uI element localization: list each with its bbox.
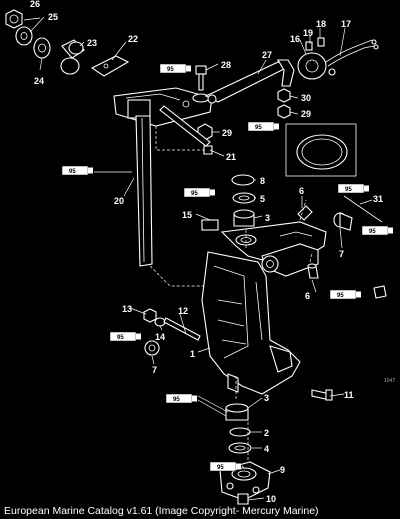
callout-15: 15 (182, 210, 192, 220)
callout-28: 28 (221, 60, 231, 70)
part-13-nut (143, 308, 157, 323)
callout-1: 1 (190, 349, 195, 359)
callout-9: 9 (280, 465, 285, 475)
callout-22: 22 (128, 34, 138, 44)
callout-20: 20 (114, 196, 124, 206)
part-31-pin (343, 195, 383, 223)
part-24-washer (33, 37, 51, 59)
part-7-bushing-lower (144, 340, 160, 356)
callout-3: 3 (264, 393, 269, 403)
part-26-nut (5, 9, 23, 29)
callout-14: 14 (155, 332, 165, 342)
callout-2: 2 (264, 428, 269, 438)
callout-27: 27 (262, 50, 272, 60)
callout-7: 7 (339, 249, 344, 259)
grease-tube-icon (247, 121, 280, 132)
part-23-bushing (60, 39, 85, 75)
callout-17: 17 (341, 19, 351, 29)
part-29-nut-upper (277, 104, 291, 119)
part-21-bolt (159, 105, 213, 155)
callout-3: 3 (265, 213, 270, 223)
part-6-grease-fitting-lower (307, 263, 319, 279)
callout-4: 4 (264, 444, 269, 454)
callout-31: 31 (373, 194, 383, 204)
part-22-bracket-plate (90, 55, 130, 77)
callout-6: 6 (305, 291, 310, 301)
part-4-washer (228, 442, 252, 454)
copyright-caption: European Marine Catalog v1.61 (Image Cop… (4, 505, 319, 517)
part-25-washer (15, 26, 33, 46)
grease-tube-icon (183, 187, 216, 198)
grease-tube-icon (165, 393, 198, 404)
callout-16: 16 (290, 34, 300, 44)
part-12-bolt (163, 317, 201, 341)
part-2-o-ring (229, 427, 251, 437)
grease-tube-icon (337, 183, 370, 194)
grease-tube-icon (361, 225, 394, 236)
callout-21: 21 (226, 152, 236, 162)
part-8-o-ring (231, 174, 255, 186)
callout-12: 12 (178, 306, 188, 316)
part-3-bushing-upper (233, 209, 255, 227)
part-30-nut (277, 88, 291, 103)
part-28-bolt (192, 65, 210, 103)
part-11-bolt (311, 389, 333, 401)
callout-26: 26 (30, 0, 40, 9)
part-10-bolt (237, 493, 249, 505)
callout-24: 24 (34, 76, 44, 86)
part-6-grease-fitting-upper (297, 205, 313, 221)
callout-18: 18 (316, 19, 326, 29)
callout-6: 6 (299, 186, 304, 196)
callout-5: 5 (260, 194, 265, 204)
callout-23: 23 (87, 38, 97, 48)
shaft-alignment-guide (149, 126, 212, 287)
grease-tube-icon (109, 331, 142, 342)
part-20-steering-arm (113, 87, 213, 267)
callout-19: 19 (303, 28, 313, 38)
part-3-bushing-lower (225, 403, 249, 421)
part-15-decal (201, 219, 219, 231)
callout-8: 8 (260, 176, 265, 186)
figure-code: 1047 (384, 378, 395, 384)
callout-30: 30 (301, 93, 311, 103)
callout-11: 11 (344, 390, 354, 400)
callout-13: 13 (122, 304, 132, 314)
callout-7: 7 (152, 365, 157, 375)
part-7-bushing-upper (333, 212, 353, 231)
grease-tube-icon (329, 289, 362, 300)
bracket-alignment-guide (235, 199, 313, 462)
part-17-wire-harness (325, 39, 379, 67)
part-5-washer (232, 192, 256, 204)
callout-29: 29 (301, 109, 311, 119)
part-18-screw (317, 37, 325, 47)
part-27-link-rod (204, 59, 295, 104)
part-1-swivel-bracket (201, 221, 327, 395)
part-fitting-cap-right (373, 285, 387, 299)
callout-10: 10 (266, 494, 276, 504)
part-9-bearing-housing (219, 461, 271, 501)
grease-tube-icon (61, 165, 94, 176)
part-19-screw (305, 41, 313, 51)
part-16-trim-sensor (297, 52, 336, 80)
callout-25: 25 (48, 12, 58, 22)
grease-tube-icon (159, 63, 192, 74)
callout-29: 29 (222, 128, 232, 138)
seal-ring-detail (285, 123, 357, 177)
leader-lines (23, 16, 373, 501)
